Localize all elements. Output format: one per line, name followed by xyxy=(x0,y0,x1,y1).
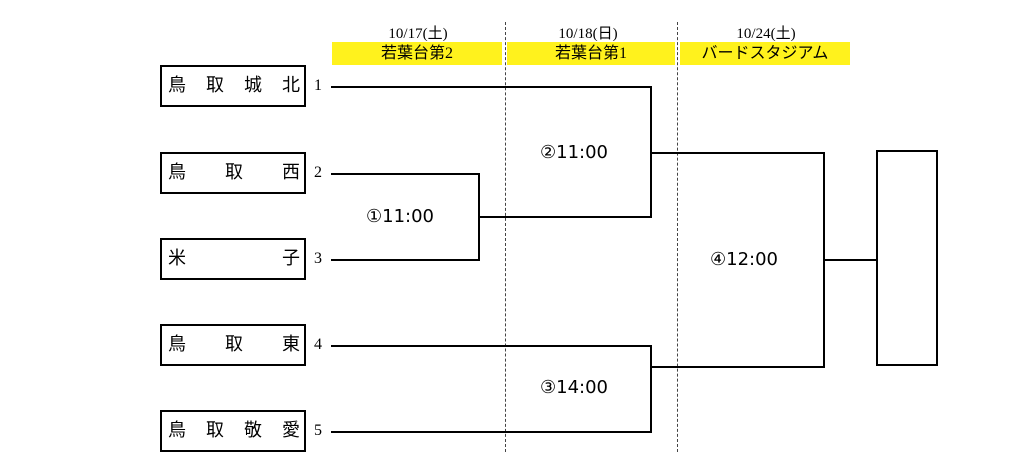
bracket-line xyxy=(331,259,480,261)
team-name-char: 北 xyxy=(282,75,300,96)
seed-number: 3 xyxy=(314,250,322,267)
team-name-char: 鳥 xyxy=(168,334,186,355)
team-name-char: 鳥 xyxy=(168,420,186,441)
bracket-line xyxy=(331,431,652,433)
seed-number: 4 xyxy=(314,336,322,353)
seed-number: 2 xyxy=(314,164,322,181)
match-4-label: ④12:00 xyxy=(710,249,779,270)
team-name-char: 城 xyxy=(244,75,262,96)
team-name-char: 愛 xyxy=(282,420,300,441)
team-name-char: 西 xyxy=(282,162,300,183)
seed-number: 1 xyxy=(314,77,322,94)
bracket-line xyxy=(478,216,652,218)
bracket-line xyxy=(331,86,652,88)
team-box-5: 鳥 取 敬 愛 xyxy=(160,410,306,452)
bracket-line xyxy=(331,345,652,347)
team-box-4: 鳥 取 東 xyxy=(160,324,306,366)
round-separator xyxy=(505,22,506,452)
match-1-label: ①11:00 xyxy=(366,206,435,227)
seed-number: 5 xyxy=(314,422,322,439)
team-name-char: 取 xyxy=(225,162,243,183)
round-2-venue: 若葉台第1 xyxy=(507,42,675,65)
team-name-char: 敬 xyxy=(244,420,262,441)
bracket-line xyxy=(331,173,480,175)
champion-box xyxy=(876,150,938,366)
match-2-label: ②11:00 xyxy=(540,142,609,163)
bracket-line xyxy=(650,366,825,368)
team-name-char: 鳥 xyxy=(168,75,186,96)
team-name-char: 子 xyxy=(282,248,300,269)
team-box-3: 米 子 xyxy=(160,238,306,280)
team-name-char: 米 xyxy=(168,248,186,269)
team-box-1: 鳥 取 城 北 xyxy=(160,65,306,107)
bracket-line xyxy=(823,259,877,261)
round-separator xyxy=(677,22,678,452)
round-1-date: 10/17(土) xyxy=(388,26,448,42)
team-name-char: 取 xyxy=(225,334,243,355)
round-3-venue: バードスタジアム xyxy=(680,42,850,65)
team-name-char: 鳥 xyxy=(168,162,186,183)
bracket-line xyxy=(650,345,652,433)
team-name-char: 東 xyxy=(282,334,300,355)
round-2-date: 10/18(日) xyxy=(558,26,618,42)
team-name-char: 取 xyxy=(206,420,224,441)
team-box-2: 鳥 取 西 xyxy=(160,152,306,194)
bracket-line xyxy=(650,152,825,154)
round-3-date: 10/24(土) xyxy=(736,26,796,42)
match-3-label: ③14:00 xyxy=(540,377,609,398)
round-1-venue: 若葉台第2 xyxy=(332,42,502,65)
team-name-char: 取 xyxy=(206,75,224,96)
